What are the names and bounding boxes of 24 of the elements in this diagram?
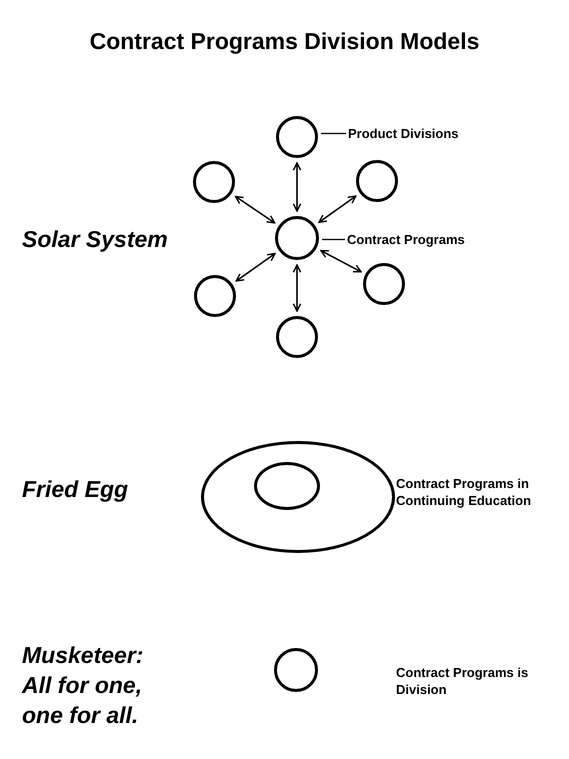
- circle: [274, 648, 318, 692]
- node-label: Product Divisions: [348, 125, 476, 142]
- node-label: Contract Programs: [347, 231, 479, 248]
- double-arrow: [318, 195, 357, 224]
- circle: [276, 316, 318, 358]
- circle: [356, 160, 398, 202]
- double-arrow: [292, 264, 302, 312]
- double-arrow: [235, 252, 276, 282]
- side-note: Contract Programs is Division: [396, 664, 530, 698]
- double-arrow: [320, 250, 362, 273]
- double-arrow: [292, 162, 302, 212]
- leader-line: [321, 132, 346, 134]
- double-arrow: [234, 196, 276, 224]
- circle: [363, 263, 405, 305]
- section-label: Fried Egg: [22, 475, 130, 504]
- circle: [193, 161, 235, 203]
- circle: [275, 216, 319, 260]
- section-label: Musketeer: All for one, one for all.: [22, 641, 144, 730]
- circle: [194, 275, 236, 317]
- side-note: Contract Programs in Continuing Education: [396, 475, 532, 509]
- section-label: Solar System: [22, 225, 169, 254]
- title: Contract Programs Division Models: [88, 28, 480, 55]
- circle: [276, 116, 318, 158]
- leader-line: [322, 238, 345, 240]
